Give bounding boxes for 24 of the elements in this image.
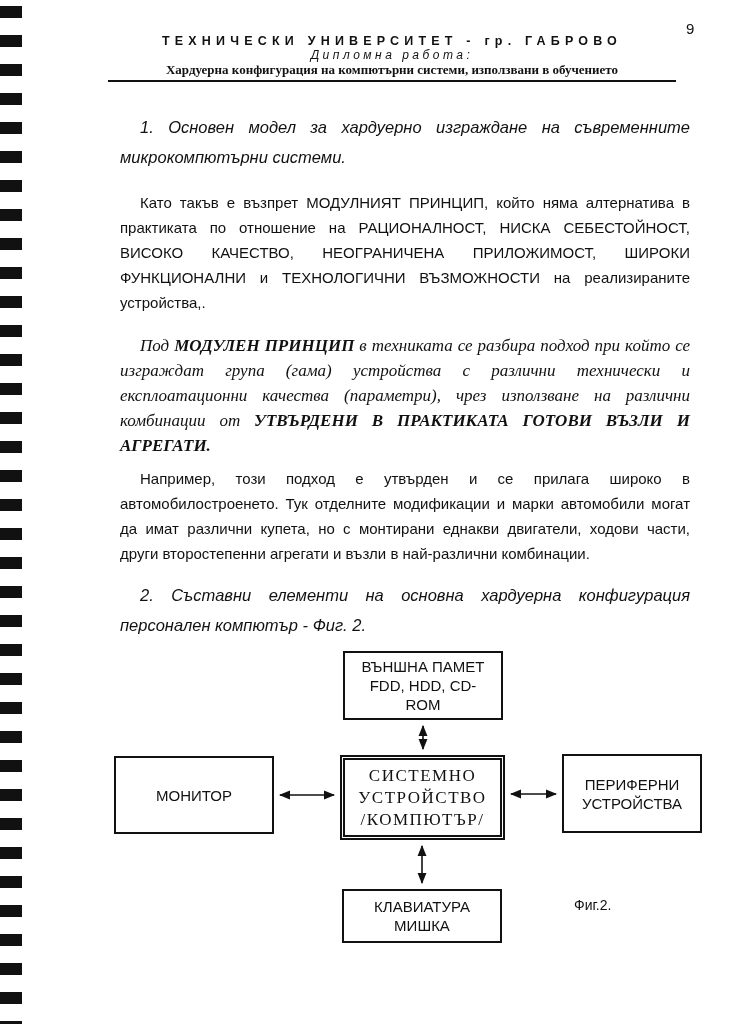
double-arrow [509, 789, 558, 799]
block-label: КЛАВИАТУРА МИШКА [373, 897, 471, 935]
figure-caption: Фиг.2. [574, 897, 612, 913]
block-label: МОНИТОР [156, 785, 232, 805]
section-heading: 2. Съставни елементи на основна хардуерна конфигурация персонален компютър - Фиг. 2. [120, 585, 690, 636]
section-heading: 1. Основен модел за хардуерно изграждане на съвременните микрокомпютърни системи. [120, 117, 690, 168]
block-box [562, 754, 702, 833]
block-box [114, 756, 274, 834]
double-arrow [418, 724, 428, 751]
double-arrow [417, 844, 427, 885]
block-box [343, 651, 503, 720]
page-number: 9 [686, 20, 695, 37]
block-label: ПЕРИФЕРНИ УСТРОЙСТВА [580, 774, 684, 813]
paragraph: Например, този подход е утвърден и се прилага широко в автомобилостроенето. Тук отделните модификации и марки автомобили могат да имат различни купета, но с монтирани еднакви двигатели, ходови части, други второстепенни агрегати и възли в най-различни комбинации. [120, 469, 690, 564]
header-text: ТЕХНИЧЕСКИ УНИВЕРСИТЕТ - гр. ГАБРОВО [160, 34, 624, 48]
block-label: СИСТЕМНО УСТРОЙСТВО /КОМПЮТЪР/ [357, 764, 488, 831]
paragraph: Като такъв е възпрет МОДУЛНИЯТ ПРИНЦИП, който няма алтернатива в практиката по отношение на РАЦИОНАЛНОСТ, НИСКА СЕБЕСТОЙНОСТ, ВИСОКО КАЧЕСТВО, НЕОГРАНИЧЕНА ПРИЛОЖИМОСТ, ШИРОКИ ФУНКЦИОНАЛНИ и ТЕХНОЛОГИЧНИ ВЪЗМОЖНОСТИ на реализираните устройства,. [120, 193, 690, 313]
double-arrow [278, 790, 336, 800]
paragraph: Под МОДУЛЕН ПРИНЦИП в техниката се разбира подход при който се изграждат група (гама) устройства с различни технически и експлоатационни качества (параметри), чрез използване на различни комбинации от УТВЪРДЕНИ В ПРАКТИКАТА ГОТОВИ ВЪЗЛИ И АГРЕГАТИ. [120, 335, 690, 457]
block-label: ВЪНШНА ПАМЕТ FDD, HDD, CD-ROM [360, 657, 486, 714]
block-box [340, 755, 505, 840]
header-text: Хардуерна конфигурация на компютърни системи, използвани в обучението [164, 62, 620, 78]
block-box [342, 889, 502, 943]
header-text: Дипломна работа: [308, 48, 475, 62]
